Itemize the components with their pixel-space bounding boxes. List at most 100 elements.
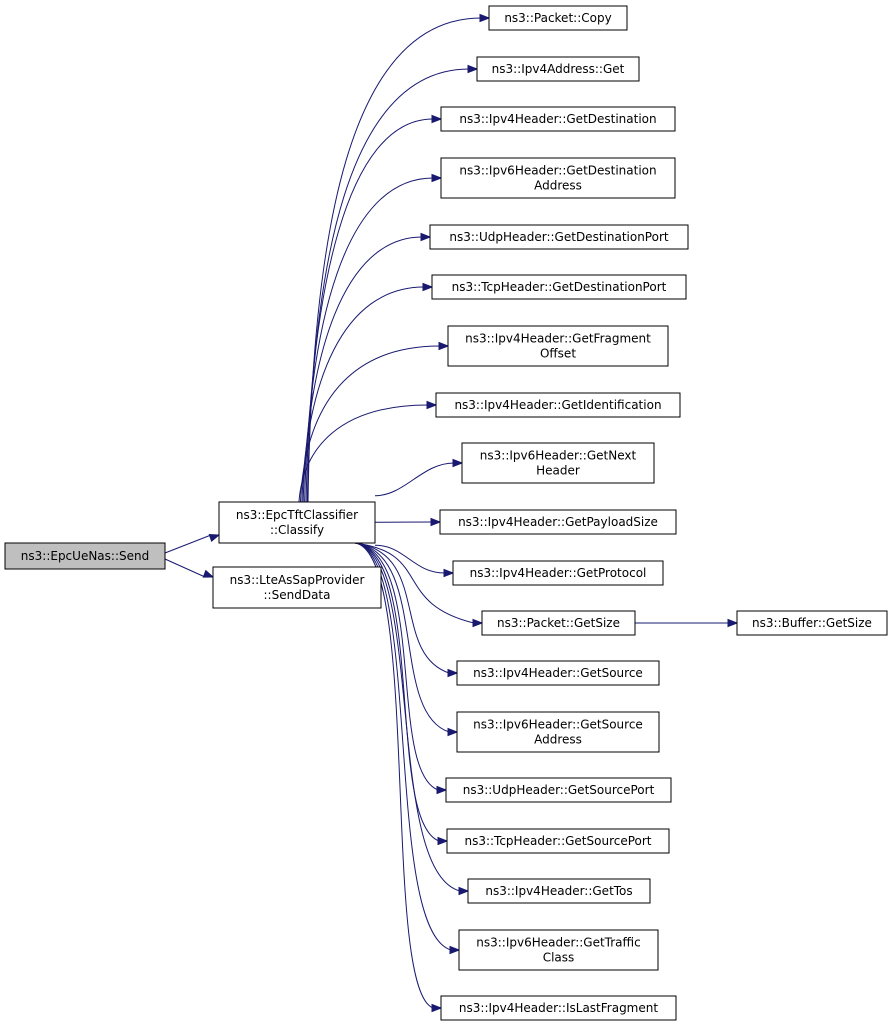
arrow-head-icon — [431, 114, 443, 124]
node-ipv4get[interactable]: ns3::Ipv4Address::Get — [476, 56, 640, 82]
node-classify-label: ns3::EpcTftClassifier — [236, 508, 358, 522]
node-lastfrag-box — [440, 995, 677, 1021]
node-tos-label: ns3::Ipv4Header::GetTos — [485, 884, 632, 898]
edge-line — [354, 542, 475, 624]
arrow-head-icon — [202, 569, 215, 578]
node-ipv4get-box — [476, 56, 640, 82]
arrow-head-icon — [447, 727, 459, 737]
arrow-head-icon — [447, 668, 459, 678]
edge-line — [374, 462, 455, 497]
arrow-head-icon — [422, 282, 434, 292]
arrow-head-icon — [208, 533, 221, 543]
edge-classify-to-udpsport — [354, 542, 448, 795]
node-fragoff-label: Offset — [540, 347, 576, 361]
arrow-head-icon — [420, 232, 432, 242]
arrow-head-icon — [452, 458, 464, 468]
node-ident[interactable]: ns3::Ipv4Header::GetIdentification — [435, 392, 681, 418]
edge-classify-to-copy — [307, 13, 491, 503]
node-classify-label: ::Classify — [270, 523, 324, 537]
arrow-head-icon — [467, 64, 479, 74]
node-senddata[interactable]: ns3::LteAsSapProvider::SendData — [212, 566, 382, 609]
node-copy-box — [488, 5, 628, 31]
arrow-head-icon — [479, 13, 491, 23]
node-fragoff-label: ns3::Ipv4Header::GetFragment — [465, 332, 651, 346]
node-pktsize[interactable]: ns3::Packet::GetSize — [481, 610, 636, 636]
arrow-head-icon — [430, 517, 442, 527]
node-lastfrag[interactable]: ns3::Ipv4Header::IsLastFragment — [440, 995, 677, 1021]
arrow-head-icon — [438, 341, 450, 351]
edge-line — [164, 558, 206, 578]
edge-classify-to-tcpsport — [354, 542, 449, 846]
node-bufsize-box — [736, 610, 888, 636]
edge-line — [305, 118, 434, 503]
edge-line — [307, 17, 482, 503]
edge-line — [302, 236, 423, 503]
node-send-label: ns3::EpcUeNas::Send — [21, 549, 149, 563]
node-tcpdport-box — [431, 274, 687, 300]
node-classify[interactable]: ns3::EpcTftClassifier::Classify — [218, 501, 376, 544]
node-v4dest[interactable]: ns3::Ipv4Header::GetDestination — [440, 106, 676, 132]
node-proto[interactable]: ns3::Ipv4Header::GetProtocol — [452, 560, 664, 586]
edge-classify-to-v6src — [354, 542, 459, 737]
arrow-head-icon — [431, 173, 443, 183]
node-copy-label: ns3::Packet::Copy — [504, 11, 611, 25]
arrow-head-icon — [437, 836, 449, 846]
node-classify-box — [218, 501, 376, 544]
edge-classify-to-nexthdr — [374, 458, 464, 497]
node-udpsport[interactable]: ns3::UdpHeader::GetSourcePort — [445, 777, 672, 803]
arrow-head-icon — [458, 886, 470, 896]
node-nexthdr-label: ns3::Ipv6Header::GetNext — [480, 449, 637, 463]
node-payload-box — [439, 509, 677, 535]
node-payload[interactable]: ns3::Ipv4Header::GetPayloadSize — [439, 509, 677, 535]
node-v6dest-box — [440, 157, 676, 199]
arrow-head-icon — [472, 618, 484, 628]
node-senddata-label: ::SendData — [264, 588, 331, 602]
node-tcpsport[interactable]: ns3::TcpHeader::GetSourcePort — [446, 828, 670, 854]
edge-classify-to-v4src — [354, 542, 459, 678]
node-lastfrag-label: ns3::Ipv4Header::IsLastFragment — [459, 1001, 658, 1015]
edge-line — [354, 542, 434, 1009]
edge-line — [354, 542, 461, 892]
node-bufsize[interactable]: ns3::Buffer::GetSize — [736, 610, 888, 636]
edge-line — [354, 542, 450, 674]
edge-classify-to-tcpdport — [301, 282, 434, 503]
node-copy[interactable]: ns3::Packet::Copy — [488, 5, 628, 31]
arrow-head-icon — [449, 945, 461, 955]
edge-line — [298, 404, 429, 503]
edge-classify-to-v6dest — [304, 173, 443, 503]
edge-line — [354, 542, 439, 791]
node-udpdport-box — [429, 224, 689, 250]
node-tcpdport-label: ns3::TcpHeader::GetDestinationPort — [452, 280, 667, 294]
node-v4src-label: ns3::Ipv4Header::GetSource — [473, 666, 643, 680]
node-send[interactable]: ns3::EpcUeNas::Send — [4, 542, 166, 570]
node-send-box — [4, 542, 166, 570]
node-v4dest-box — [440, 106, 676, 132]
arrow-head-icon — [443, 568, 455, 578]
node-v4src[interactable]: ns3::Ipv4Header::GetSource — [456, 660, 660, 686]
edge-classify-to-tos — [354, 542, 470, 896]
edge-classify-to-traffic — [354, 542, 461, 955]
edge-send-to-classify — [164, 533, 221, 554]
node-tcpdport[interactable]: ns3::TcpHeader::GetDestinationPort — [431, 274, 687, 300]
node-udpsport-box — [445, 777, 672, 803]
node-proto-box — [452, 560, 664, 586]
node-tcpsport-label: ns3::TcpHeader::GetSourcePort — [464, 834, 651, 848]
edge-line — [301, 286, 425, 503]
node-nexthdr-box — [461, 442, 655, 484]
node-udpdport[interactable]: ns3::UdpHeader::GetDestinationPort — [429, 224, 689, 250]
edge-line — [354, 542, 440, 842]
node-v6src-label: ns3::Ipv6Header::GetSource — [473, 718, 643, 732]
node-v6src-label: Address — [534, 733, 582, 747]
edge-line — [299, 345, 441, 503]
node-udpdport-label: ns3::UdpHeader::GetDestinationPort — [449, 230, 668, 244]
edge-classify-to-ident — [298, 400, 438, 503]
arrow-head-icon — [431, 1003, 443, 1013]
arrow-head-icon — [727, 618, 739, 628]
node-bufsize-label: ns3::Buffer::GetSize — [752, 616, 872, 630]
node-tos[interactable]: ns3::Ipv4Header::GetTos — [467, 878, 651, 904]
